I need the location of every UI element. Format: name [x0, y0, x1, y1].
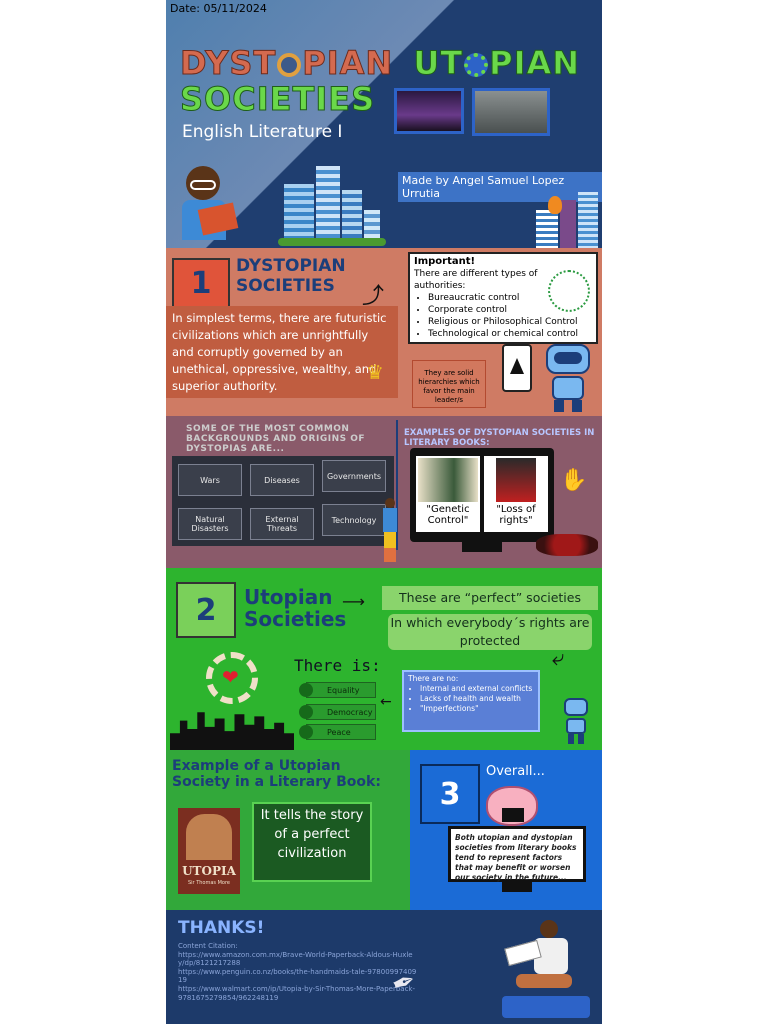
- gear-icon: [277, 53, 302, 77]
- author-label: Made by Angel Samuel Lopez Urrutia: [398, 172, 602, 202]
- background-natural-disasters: Natural Disasters: [178, 508, 242, 540]
- dystopian-section: 1 DYSTOPIAN SOCIETIES ⤴ In simplest term…: [166, 248, 602, 416]
- section-number-3: 3: [420, 764, 480, 824]
- small-robot-illustration: [560, 698, 592, 746]
- value-equality: Equality: [299, 682, 376, 698]
- dystopian-city-image: [394, 88, 464, 134]
- citation-link[interactable]: https://www.amazon.com.mx/Brave-World-Pa…: [178, 950, 413, 968]
- crown-icon: ♛: [366, 360, 384, 384]
- hierarchy-note: They are solid hierarchies which favor t…: [412, 360, 486, 408]
- there-are-no-box: There are no: Internal and external conf…: [402, 670, 540, 732]
- thanks-title: THANKS!: [178, 918, 265, 938]
- monitor-stand: [502, 882, 532, 892]
- dystopian-heading: DYSTOPIAN SOCIETIES: [236, 256, 346, 296]
- background-diseases: Diseases: [250, 464, 314, 496]
- phone-pyramid-icon: [502, 344, 532, 392]
- authority-types-list: Bureaucratic control Corporate control R…: [414, 292, 592, 340]
- background-technology: Technology: [322, 504, 386, 536]
- citation-block: Content Citation: https://www.amazon.com…: [178, 942, 417, 1002]
- important-box: Important! There are different types of …: [408, 252, 598, 344]
- rights-label: In which everybody´s rights are protecte…: [388, 614, 592, 650]
- utopian-heading: Utopian Societies: [244, 585, 347, 631]
- woman-reading-illustration: [496, 916, 600, 1022]
- absences-list: Internal and external conflicts Lacks of…: [408, 684, 534, 714]
- robot-illustration: [538, 344, 598, 414]
- background-external-threats: External Threats: [250, 508, 314, 540]
- utopian-example-title: Example of a Utopian Society in a Litera…: [172, 758, 381, 790]
- dystopian-definition: In simplest terms, there are futuristic …: [166, 306, 398, 398]
- foggy-city-image: [472, 88, 550, 136]
- conclusion-box: Both utopian and dystopian societies fro…: [448, 826, 586, 882]
- burning-buildings-illustration: [536, 192, 600, 248]
- main-title-line2: SOCIETIES: [179, 80, 376, 119]
- background-wars: Wars: [178, 464, 242, 496]
- arrow-right-icon: ⟶: [342, 592, 365, 611]
- people-heart-icon: ❤: [206, 652, 258, 704]
- overall-label: Overall...: [486, 764, 545, 779]
- section-number-1: 1: [172, 258, 230, 308]
- example-book-2: "Loss of rights": [484, 456, 548, 532]
- curved-arrow-icon: ⤶: [552, 646, 565, 671]
- dystopian-origins-section: SOME OF THE MOST COMMON BACKGROUNDS AND …: [166, 416, 602, 568]
- value-democracy: Democracy: [299, 704, 376, 720]
- citation-link[interactable]: https://www.walmart.com/ip/Utopia-by-Sir…: [178, 984, 416, 1002]
- section-number-2: 2: [176, 582, 236, 638]
- person-pointing-illustration: [380, 498, 400, 562]
- brain-illustration: [486, 786, 538, 826]
- origins-title: SOME OF THE MOST COMMON BACKGROUNDS AND …: [186, 424, 366, 454]
- date-label: Date: 05/11/2024: [170, 2, 267, 15]
- backgrounds-grid: Wars Diseases Governments Natural Disast…: [172, 456, 394, 546]
- utopia-book-cover: UTOPIA Sir Thomas More: [178, 808, 240, 894]
- value-peace: Peace: [299, 724, 376, 740]
- examples-title: EXAMPLES OF DYSTOPIAN SOCIETIES IN LITER…: [404, 428, 595, 448]
- divider-line: [396, 420, 398, 550]
- city-skyline-silhouette: [170, 712, 294, 750]
- monitor-stand: [462, 542, 502, 552]
- book-summary-box: It tells the story of a perfect civiliza…: [252, 802, 372, 882]
- there-is-label: There is:: [294, 656, 381, 675]
- network-icon: [548, 270, 590, 312]
- boy-reading-illustration: [172, 162, 242, 246]
- gear-icon: [464, 53, 489, 77]
- subtitle: English Literature I: [182, 122, 343, 142]
- example-book-1: "Genetic Control": [416, 456, 480, 532]
- perfect-societies-label: These are “perfect” societies: [382, 586, 598, 610]
- utopian-example-section: Example of a Utopian Society in a Litera…: [166, 750, 602, 910]
- handshake-icon: ✋: [560, 468, 588, 493]
- thanks-section: THANKS! Content Citation: https://www.am…: [166, 910, 602, 1024]
- buildings-illustration: [278, 166, 386, 246]
- citation-link[interactable]: https://www.penguin.co.nz/books/the-hand…: [178, 967, 417, 985]
- arrow-left-icon: ←: [380, 694, 392, 710]
- crowd-illustration: [536, 534, 598, 556]
- monitor-illustration: "Genetic Control" "Loss of rights": [410, 448, 554, 542]
- arrow-right-icon: ⤴: [362, 284, 385, 309]
- utopian-section: 2 Utopian Societies ⟶ These are “perfect…: [166, 568, 602, 750]
- background-governments: Governments: [322, 460, 386, 492]
